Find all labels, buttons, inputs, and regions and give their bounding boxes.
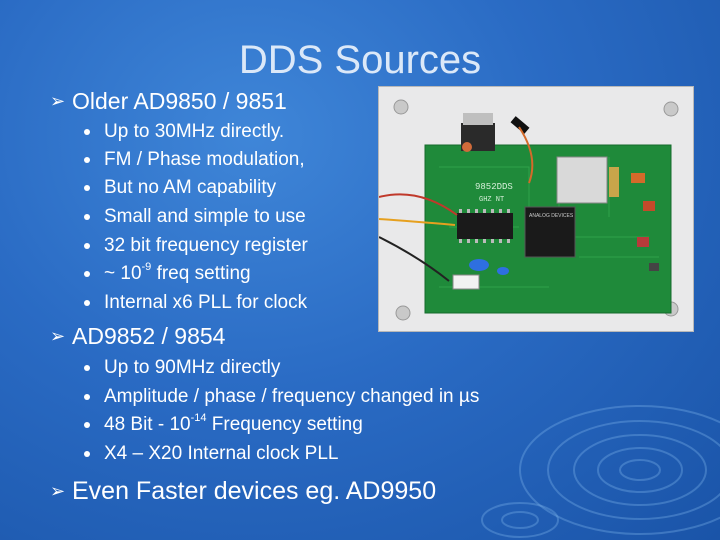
bullet-icon (84, 157, 90, 163)
arrow-bullet-icon: ➢ (50, 326, 66, 346)
dds-board-photo: 9852DDS GHZ NT ANALOG DEVICES (378, 86, 694, 332)
arrow-bullet-icon: ➢ (50, 91, 66, 111)
bullet-icon (84, 214, 90, 220)
bullet-icon (84, 129, 90, 135)
board-silk-label: GHZ NT (479, 196, 504, 204)
slide-title: DDS Sources (238, 38, 482, 82)
bullet-icon (84, 394, 90, 400)
bullet-icon (84, 185, 90, 191)
pcb-illustration: 9852DDS GHZ NT ANALOG DEVICES (378, 87, 693, 331)
water-ripple-decoration (481, 405, 720, 538)
bullet-icon (84, 243, 90, 249)
bullet-icon (84, 271, 90, 277)
bullet-icon (84, 451, 90, 457)
board-silk-label: 9852DDS (475, 182, 513, 192)
bullet-icon (84, 300, 90, 306)
bullet-icon (84, 422, 90, 428)
arrow-bullet-icon: ➢ (50, 481, 66, 501)
chip-label: ANALOG DEVICES (529, 213, 574, 219)
bullet-icon (84, 365, 90, 371)
